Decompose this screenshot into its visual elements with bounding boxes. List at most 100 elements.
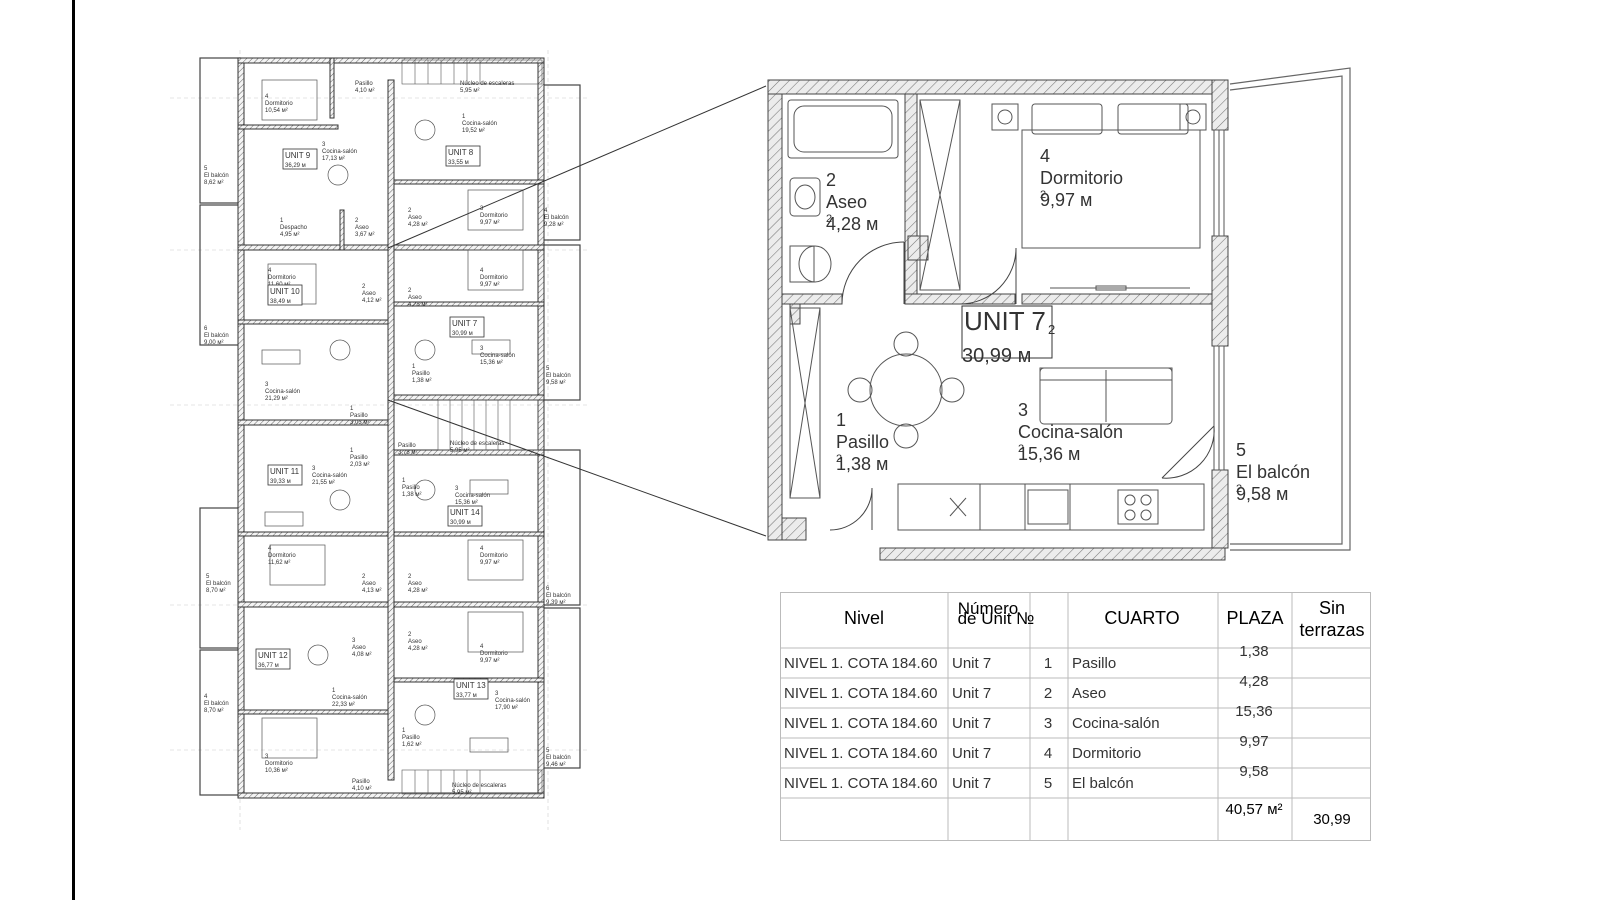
row-cuarto: Aseo — [1072, 685, 1106, 702]
detail-room-number: 5 — [1236, 440, 1246, 460]
overview-room-name: Núcleo de escaleras — [460, 81, 514, 87]
overview-room-name: Cocina-salón — [462, 121, 497, 127]
unit-label-box — [961, 305, 1053, 359]
overview-room-name: Cocina-salón — [480, 353, 515, 359]
overview-room-name: Dormitorio — [480, 213, 508, 219]
overview-room-number: 3 — [455, 486, 459, 492]
overview-room-area: 4,95 м² — [280, 232, 299, 238]
overview-room-name: Aseo — [352, 645, 366, 651]
balcony-outline — [1229, 67, 1351, 551]
overview-room-number: 1 — [280, 218, 284, 224]
row-room-number: 4 — [1044, 745, 1052, 762]
overview-unit-box — [449, 316, 485, 338]
overview-room-name: Dormitorio — [268, 275, 296, 281]
overview-room-number: 2 — [408, 632, 412, 638]
overview-room-name: El balcón — [544, 215, 569, 221]
overview-room-area: 9,00 м² — [204, 340, 223, 346]
overview-unit-area: 30,99 м — [450, 520, 471, 526]
detail-room-area-superscript: 2 — [1018, 443, 1024, 455]
overview-room-area: 10,36 м² — [265, 768, 288, 774]
overview-room-name: Núcleo de escaleras — [450, 441, 504, 447]
detail-room-number: 4 — [1040, 146, 1050, 166]
overview-room-number: 3 — [495, 691, 499, 697]
overview-room-name: Aseo — [408, 215, 422, 221]
overview-room-number: 1 — [350, 406, 354, 412]
room-area-table-svg: Nivel Número de Unit № CUARTO PLAZA Sin … — [780, 592, 1371, 841]
overview-room-name: Pasillo — [398, 443, 416, 449]
overview-room-number: 4 — [480, 268, 484, 274]
detail-room-area-superscript: 2 — [1040, 189, 1046, 201]
overview-room-number: 4 — [268, 268, 272, 274]
header-nivel: Nivel — [844, 608, 884, 628]
row-plaza: 15,36 — [1235, 703, 1273, 720]
detail-room-area: 9,58 м — [1236, 484, 1288, 504]
detail-room-number: 2 — [826, 170, 836, 190]
bathroom-fixtures — [787, 99, 961, 499]
overview-unit-box — [282, 148, 318, 170]
overview-room-area: 4,12 м² — [362, 298, 381, 304]
total-plaza: 40,57 м² — [1225, 801, 1282, 818]
overview-room-name: Dormitorio — [480, 651, 508, 657]
overview-room-number: 2 — [355, 218, 359, 224]
header-sin-line1: Sin — [1319, 598, 1345, 618]
overview-room-name: Cocina-salón — [312, 473, 347, 479]
overview-room-area: 4,28 м² — [408, 222, 427, 228]
overview-room-name: Pasillo — [350, 455, 368, 461]
overview-room-number: 4 — [265, 94, 269, 100]
sofa — [1039, 367, 1173, 425]
overview-room-area: 19,52 м² — [462, 128, 485, 134]
row-room-number: 1 — [1044, 655, 1052, 672]
row-nivel: NIVEL 1. COTA 184.60 — [784, 715, 937, 732]
overview-room-name: Cocina-salón — [495, 698, 530, 704]
overview-room-area: 9,97 м² — [480, 560, 499, 566]
unit-windows — [1213, 129, 1225, 471]
overview-room-name: Dormitorio — [268, 553, 296, 559]
row-room-number: 5 — [1044, 775, 1052, 792]
row-plaza: 1,38 — [1239, 643, 1268, 660]
row-room-number: 3 — [1044, 715, 1052, 732]
detail-room-area: 1,38 м — [836, 454, 888, 474]
overview-room-number: 1 — [412, 364, 416, 370]
overview-room-name: Aseo — [408, 295, 422, 301]
overview-room-name: El balcón — [204, 333, 229, 339]
room-area-table: Nivel Número de Unit № CUARTO PLAZA Sin … — [780, 592, 1382, 848]
overview-room-number: 3 — [480, 346, 484, 352]
overview-room-number: 2 — [408, 208, 412, 214]
header-numero-line2: de Unit № — [958, 609, 1035, 628]
overview-unit-area: 30,99 м — [452, 331, 473, 337]
overview-room-name: Dormitorio — [480, 553, 508, 559]
overview-unit-label: UNIT 12 — [258, 651, 288, 660]
detail-room-name: Dormitorio — [1040, 168, 1123, 188]
overview-room-area: 21,29 м² — [265, 396, 288, 402]
overview-unit-label: UNIT 8 — [448, 148, 474, 157]
overview-room-number: 4 — [268, 546, 272, 552]
table-grid — [780, 592, 1371, 841]
overview-room-number: 5 — [204, 166, 208, 172]
header-numero-line1: Número — [958, 599, 1018, 618]
row-nivel: NIVEL 1. COTA 184.60 — [784, 745, 937, 762]
detail-room-area: 15,36 м — [1018, 444, 1080, 464]
overview-room-area: 2,03 м² — [350, 462, 369, 468]
overview-room-number: 1 — [462, 114, 466, 120]
overview-room-number: 3 — [322, 142, 326, 148]
overview-room-number: 1 — [350, 448, 354, 454]
overview-room-number: 3 — [265, 754, 269, 760]
overview-room-number: 2 — [408, 574, 412, 580]
overview-room-name: Pasillo — [352, 779, 370, 785]
overview-room-area: 4,28 м² — [408, 588, 427, 594]
overview-room-area: 9,97 м² — [480, 220, 499, 226]
overview-room-area: 22,33 м² — [332, 702, 355, 708]
overview-unit-label: UNIT 14 — [450, 508, 480, 517]
overview-room-name: Pasillo — [355, 81, 373, 87]
row-nivel: NIVEL 1. COTA 184.60 — [784, 775, 937, 792]
overview-room-number: 1 — [402, 478, 406, 484]
overview-room-area: 8,62 м² — [204, 180, 223, 186]
overview-room-area: 4,10 м² — [355, 88, 374, 94]
overview-room-area: 3,67 м² — [355, 232, 374, 238]
overview-room-area: 15,36 м² — [455, 500, 478, 506]
overview-room-name: Aseo — [408, 639, 422, 645]
overview-room-name: El balcón — [206, 581, 231, 587]
unit-doors — [829, 241, 1215, 531]
overview-room-area: 8,70 м² — [206, 588, 225, 594]
